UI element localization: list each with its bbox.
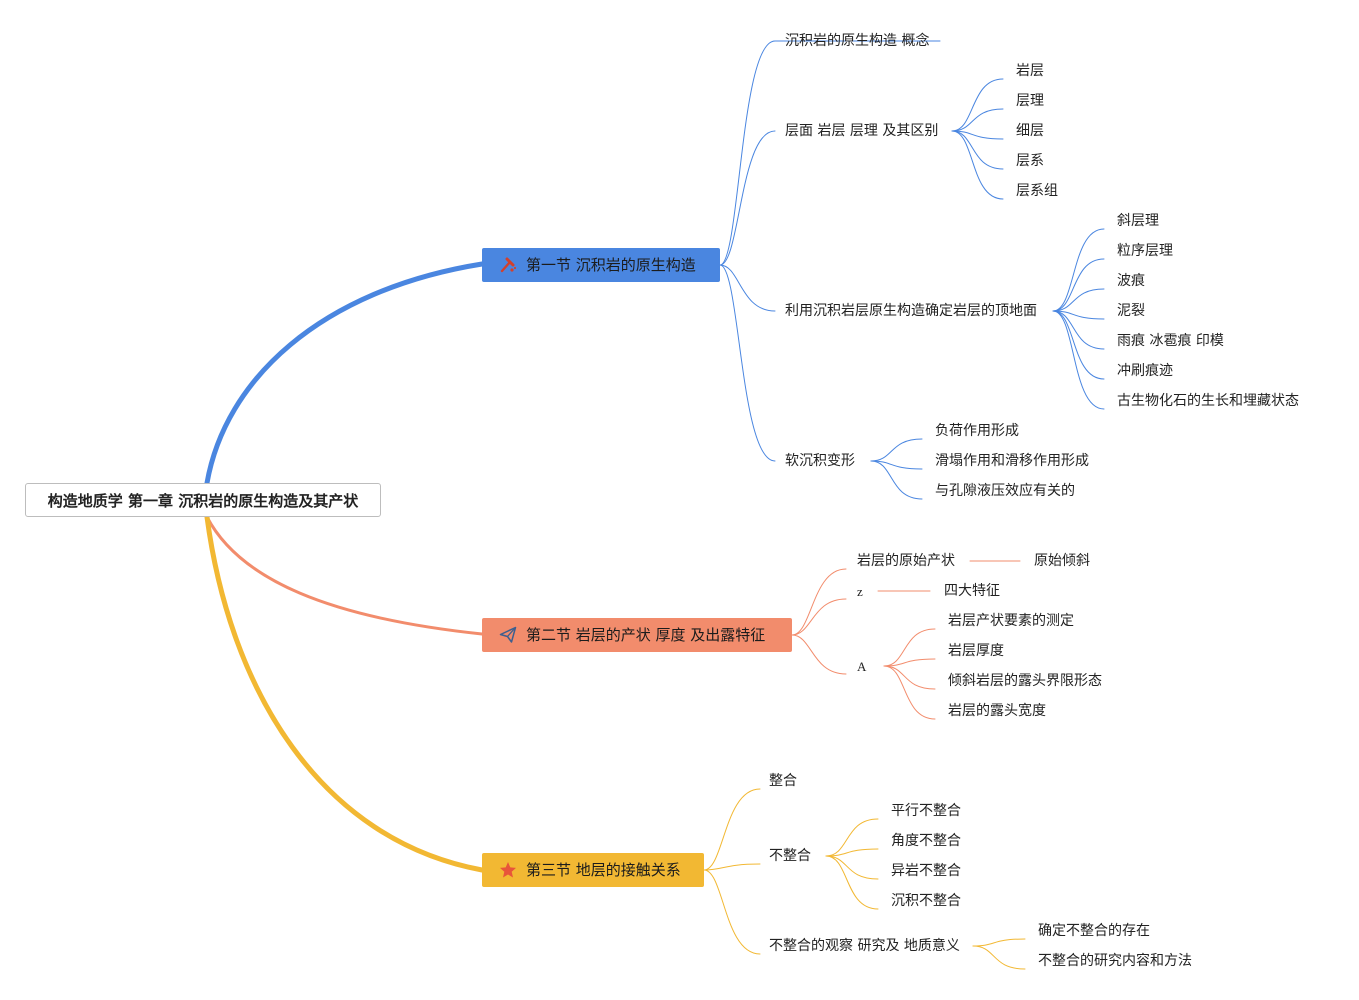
leaf-disconformity[interactable]: 平行不整合 [891,803,961,819]
leaf-outcrop-width[interactable]: 岩层的露头宽度 [948,703,1046,719]
leaf-thickness[interactable]: 岩层厚度 [948,643,1004,659]
topic-conformity[interactable]: 整合 [769,773,797,789]
connector-s1b-4 [951,130,1004,200]
leaf-bedding[interactable]: 层理 [1016,93,1044,109]
leaf-coset[interactable]: 层系组 [1016,183,1058,199]
connector-s2c-2 [883,665,936,690]
leaf-mud-cracks[interactable]: 泥裂 [1117,303,1145,319]
topic-unconformity[interactable]: 不整合 [769,848,811,864]
topic-top-bottom-determination[interactable]: 利用沉积岩层原生构造确定岩层的顶地面 [785,303,1037,319]
section-2-topic[interactable]: 第二节 岩层的产状 厚度 及出露特征 [482,618,792,652]
connector-s3b-0 [825,818,879,857]
connector-s1c-5 [1052,310,1105,380]
topic-bedding-distinction[interactable]: 层面 岩层 层理 及其区别 [785,123,939,139]
connector-s3b-1 [825,848,879,857]
connector-s1c-6 [1052,310,1105,410]
connector-s2c-0 [883,628,936,667]
topic-primary-structure-concept[interactable]: 沉积岩的原生构造 概念 [785,33,930,49]
connector-s3-c [703,869,761,955]
connector-s3b-3 [825,855,879,910]
connector-s1b-0 [951,78,1004,132]
leaf-lamina[interactable]: 细层 [1016,123,1044,139]
root-topic[interactable]: 构造地质学 第一章 沉积岩的原生构造及其产状 [25,483,381,517]
connector-root-section-1 [204,261,485,486]
connector-s3c-0 [972,938,1026,947]
connector-s3-a [703,788,761,871]
section-3-label: 第三节 地层的接触关系 [526,861,681,879]
connector-root-section-2 [205,515,484,636]
connector-s1c-0 [1052,228,1105,312]
leaf-angular-unconformity[interactable]: 角度不整合 [891,833,961,849]
connector-s2-a [791,568,847,636]
topic-z[interactable]: z [857,584,863,599]
leaf-load-structure[interactable]: 负荷作用形成 [935,423,1019,439]
connector-s1-a [719,40,776,266]
leaf-rain-hail-prints[interactable]: 雨痕 冰雹痕 印模 [1117,333,1224,349]
connector-s1c-3 [1052,310,1105,320]
connector-s3b-2 [825,855,879,880]
connector-s1b-1 [951,108,1004,132]
connector-s1c-4 [1052,310,1105,350]
topic-a[interactable]: A [857,659,867,674]
section-2-label: 第二节 岩层的产状 厚度 及出露特征 [526,626,766,644]
leaf-graded-bedding[interactable]: 粒序层理 [1117,243,1173,259]
leaf-nonconformity[interactable]: 异岩不整合 [891,863,961,879]
connector-s2c-1 [883,658,936,667]
section-1-topic[interactable]: 第一节 沉积岩的原生构造 [482,248,720,282]
leaf-cross-bedding[interactable]: 斜层理 [1117,213,1159,229]
leaf-original-dip[interactable]: 原始倾斜 [1034,553,1090,569]
paper-plane-icon [499,626,517,643]
connector-s3c-1 [972,945,1026,970]
topic-soft-sediment-deformation[interactable]: 软沉积变形 [785,453,855,469]
connector-s1c-2 [1052,288,1105,312]
connector-s1-b [719,130,776,266]
leaf-set[interactable]: 层系 [1016,153,1044,169]
leaf-sedimentary-unconformity[interactable]: 沉积不整合 [891,893,961,909]
star-icon [500,862,516,878]
topic-unconformity-study[interactable]: 不整合的观察 研究及 地质意义 [769,938,960,954]
leaf-slump-slide[interactable]: 滑塌作用和滑移作用形成 [935,453,1089,469]
leaf-ripple-marks[interactable]: 波痕 [1117,273,1145,289]
connector-s1c-1 [1052,258,1105,312]
connector-s1b-2 [951,130,1004,140]
leaf-determine-unconformity[interactable]: 确定不整合的存在 [1038,923,1150,939]
section-3-topic[interactable]: 第三节 地层的接触关系 [482,853,704,887]
connector-s1-d [719,264,776,462]
connector-s1-c [719,264,776,312]
section-1-label: 第一节 沉积岩的原生构造 [526,256,696,274]
connector-s1d-2 [870,460,923,500]
connector-s1d-0 [870,438,923,462]
leaf-study-methods[interactable]: 不整合的研究内容和方法 [1038,953,1192,969]
leaf-pore-pressure[interactable]: 与孔隙液压效应有关的 [935,483,1075,499]
connector-s2c-3 [883,665,936,720]
leaf-outcrop-pattern[interactable]: 倾斜岩层的露头界限形态 [948,673,1102,689]
connector-s2-b [791,598,847,636]
leaf-stratum[interactable]: 岩层 [1016,63,1044,79]
connector-s1b-3 [951,130,1004,170]
connector-s2-c [791,634,847,675]
leaf-attitude-measurement[interactable]: 岩层产状要素的测定 [948,613,1074,629]
leaf-scour-marks[interactable]: 冲刷痕迹 [1117,363,1173,379]
topic-original-attitude[interactable]: 岩层的原始产状 [857,553,955,569]
leaf-fossil-state[interactable]: 古生物化石的生长和埋藏状态 [1117,393,1299,409]
hammer-icon [500,257,517,273]
connector-s1d-1 [870,460,923,470]
connector-s3-b [703,863,761,871]
leaf-four-features[interactable]: 四大特征 [944,583,1000,599]
connector-root-section-3 [204,514,485,873]
